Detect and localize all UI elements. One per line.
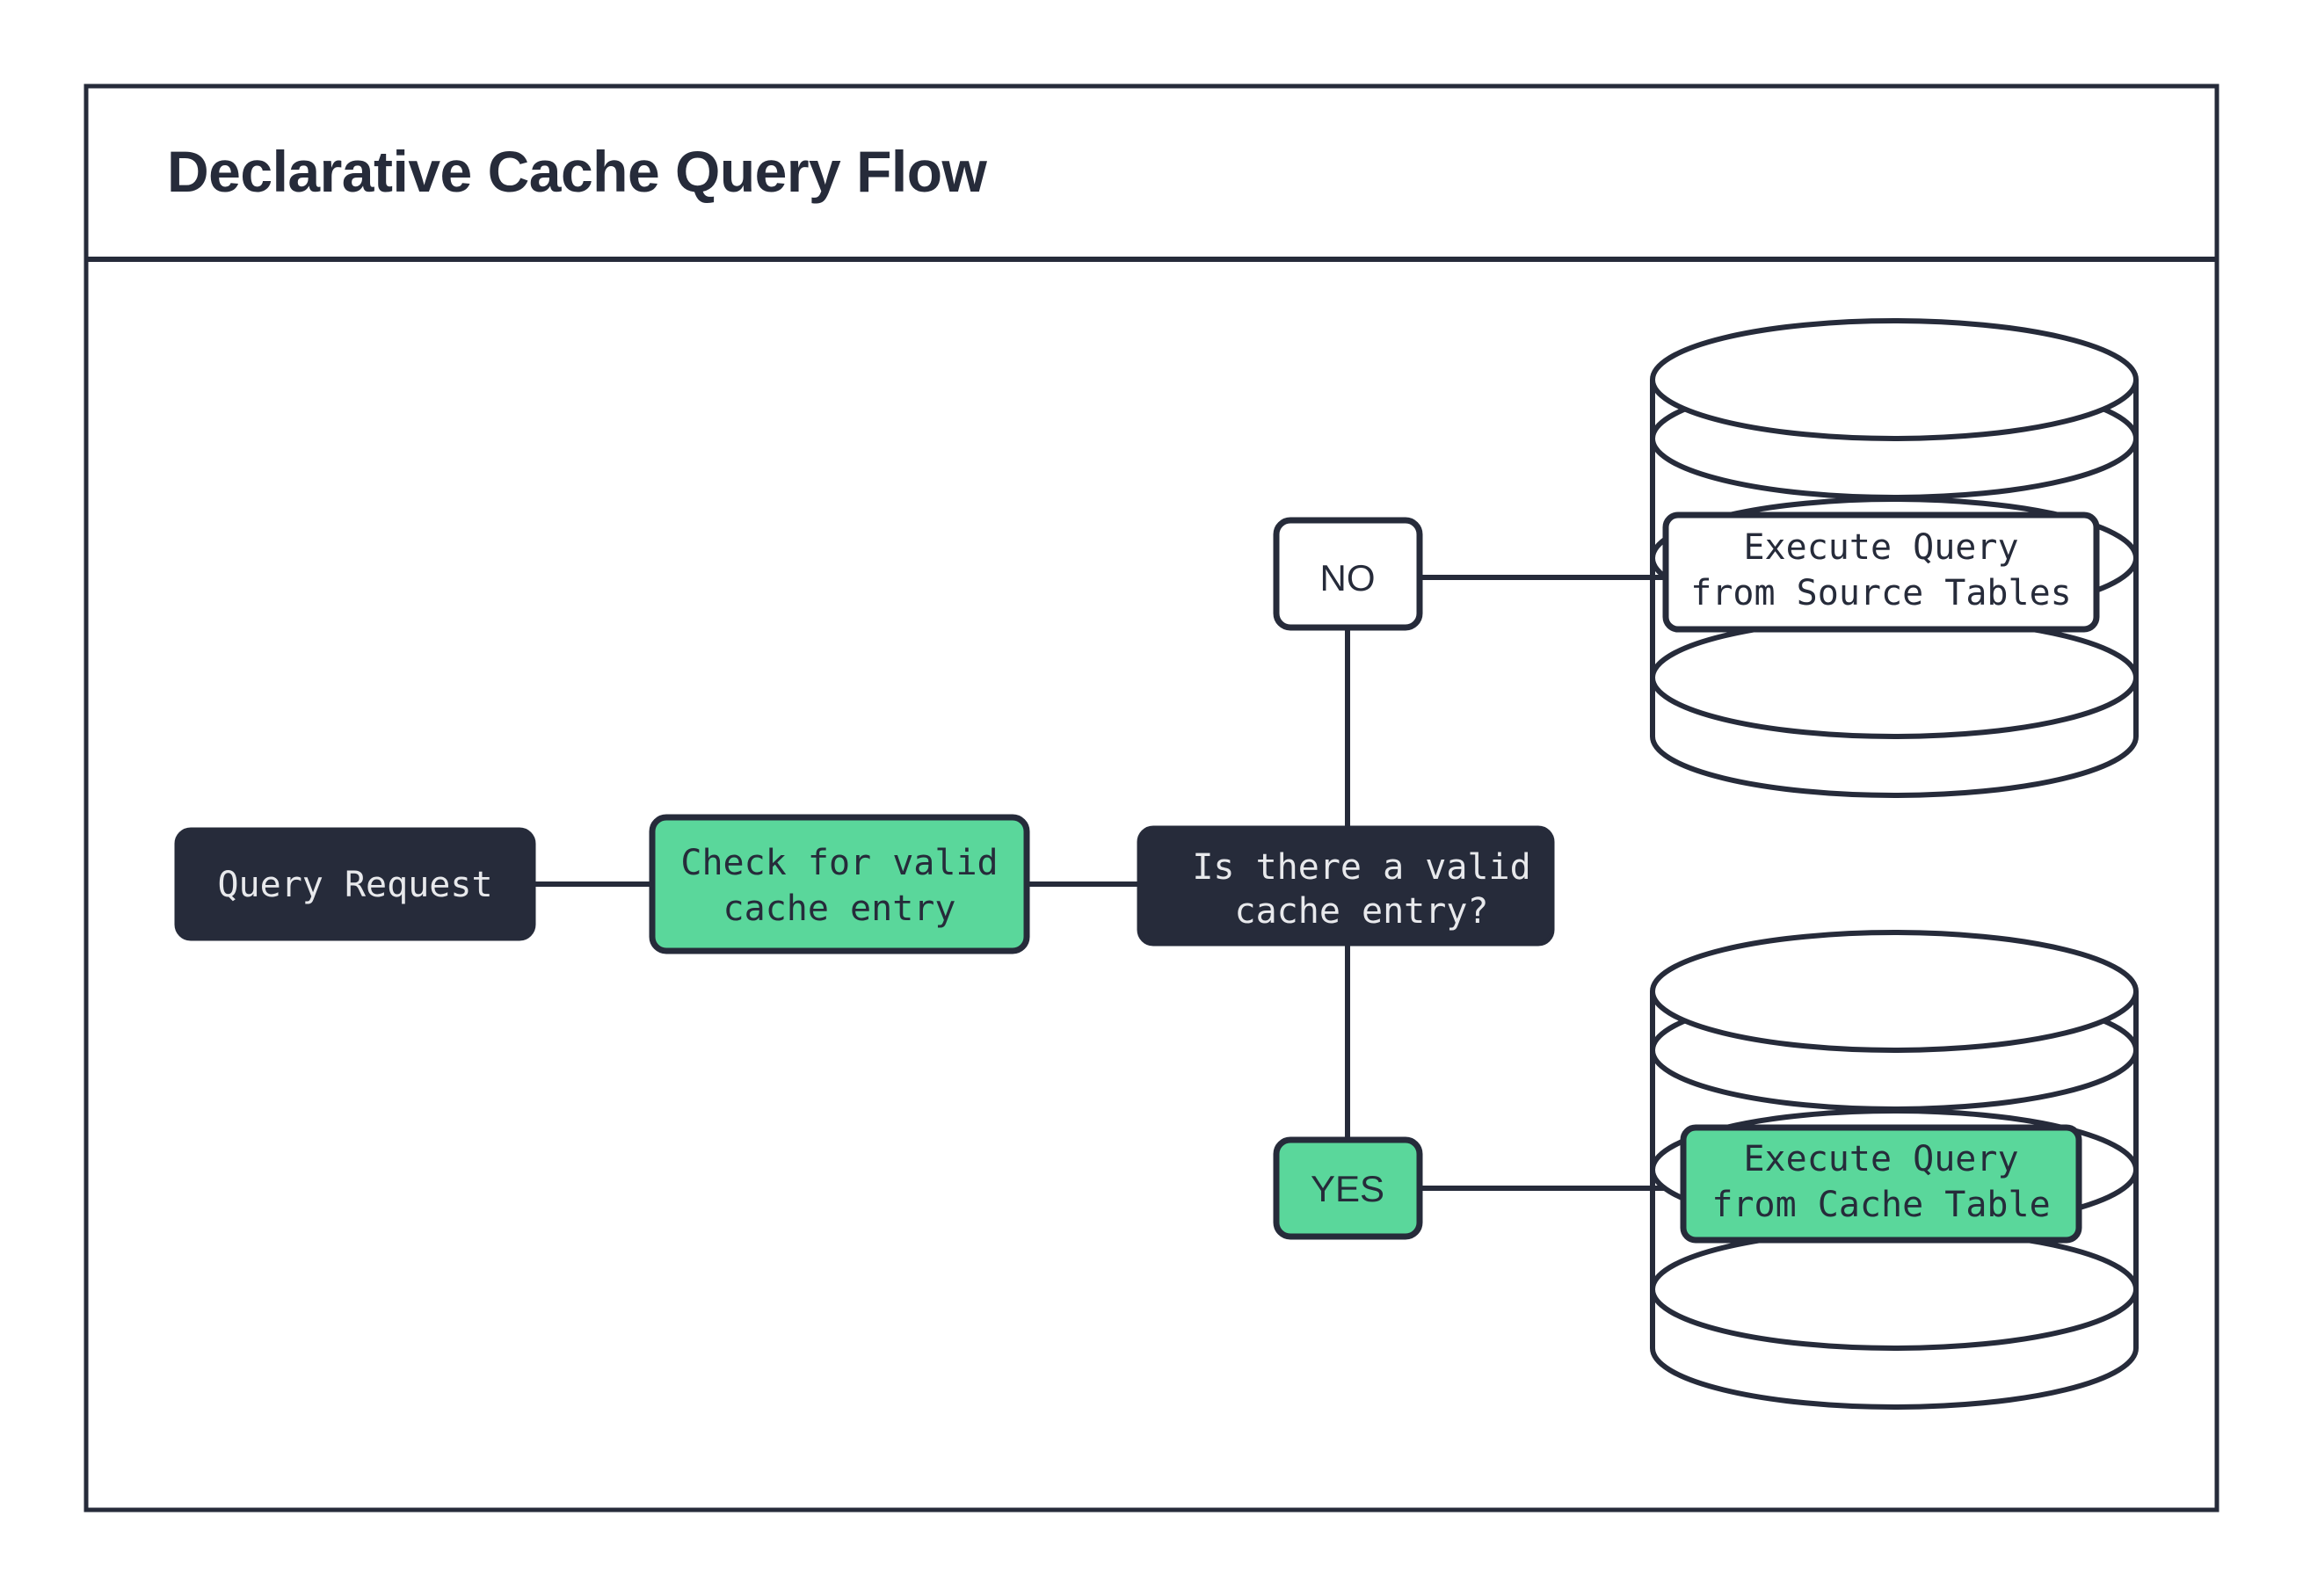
source-db-label-line2: from Source Tables: [1690, 573, 2071, 613]
decision-label-line1: Is there a valid: [1192, 847, 1530, 888]
node-query-request[interactable]: Query Request: [174, 827, 536, 941]
cache-db-label-box: Execute Query from Cache Table: [1680, 1124, 2082, 1244]
node-check-cache-entry[interactable]: Check for valid cache entry: [649, 814, 1030, 954]
branch-label-yes[interactable]: YES: [1273, 1136, 1423, 1240]
branch-label-no[interactable]: NO: [1273, 517, 1423, 631]
branch-yes-label: YES: [1311, 1168, 1384, 1209]
check-cache-label-line2: cache entry: [723, 889, 956, 929]
cache-db-label-line2: from Cache Table: [1711, 1185, 2050, 1225]
query-request-label: Query Request: [217, 865, 492, 905]
page-title: Declarative Cache Query Flow: [167, 139, 988, 204]
branch-no-label: NO: [1320, 557, 1376, 598]
node-decision-valid-cache[interactable]: Is there a valid cache entry?: [1137, 825, 1555, 947]
check-cache-label-line1: Check for valid: [680, 843, 998, 883]
decision-label-line2: cache entry?: [1235, 891, 1489, 932]
source-db-label-line1: Execute Query: [1743, 527, 2018, 568]
cache-db-label-line1: Execute Query: [1743, 1139, 2018, 1179]
source-db-label-box: Execute Query from Source Tables: [1662, 511, 2100, 633]
